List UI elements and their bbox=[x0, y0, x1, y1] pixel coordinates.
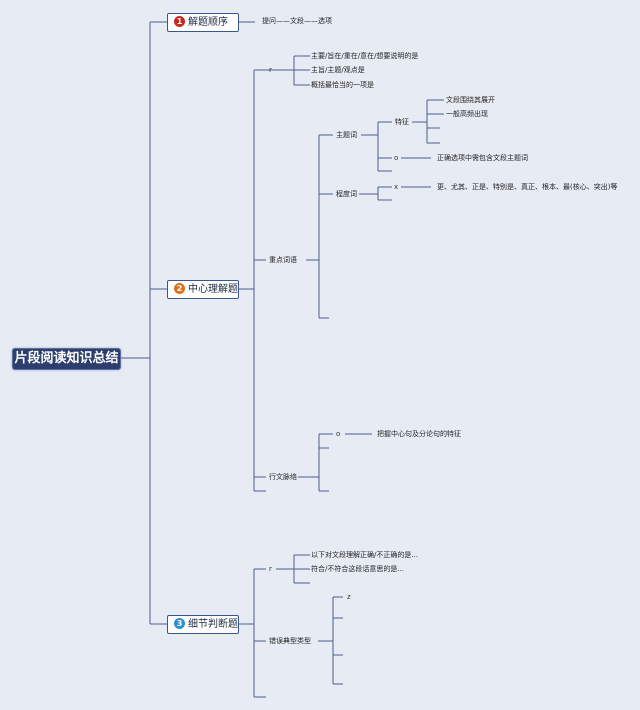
key-words-node[interactable]: 重点词语 bbox=[269, 256, 297, 264]
glyph-o-icon: o bbox=[336, 430, 341, 438]
question-form[interactable]: 以下对文段理解正确/不正确的是... bbox=[311, 551, 419, 559]
glyph-o-icon: o bbox=[394, 154, 399, 162]
feature-item[interactable]: 一般高频出现 bbox=[446, 110, 488, 118]
subject-word-node[interactable]: 主题词 bbox=[336, 131, 357, 139]
degree-items[interactable]: 更、尤其、正是、特别是、真正、根本、最(核心、突出)等 bbox=[437, 183, 618, 191]
degree-word-node[interactable]: 程度词 bbox=[336, 190, 357, 198]
flow-node[interactable]: 行文脉络 bbox=[269, 473, 297, 481]
glyph-x-icon: x bbox=[394, 183, 399, 191]
order-note[interactable]: 提问——文段——选项 bbox=[262, 17, 332, 25]
feature-item[interactable]: 文段围绕其展开 bbox=[446, 96, 495, 104]
question-form[interactable]: 主要/旨在/重在/意在/想要说明的是 bbox=[311, 52, 419, 60]
question-form[interactable]: 符合/不符合这段话意思的是... bbox=[311, 565, 405, 573]
feature-node[interactable]: 特征 bbox=[395, 118, 409, 126]
glyph-r-icon: r bbox=[269, 565, 272, 573]
branch-label: 解题顺序 bbox=[188, 17, 228, 28]
branch-label: 中心理解题 bbox=[188, 284, 238, 295]
flow-note[interactable]: 把握中心句及分论句的特征 bbox=[377, 430, 461, 438]
question-form[interactable]: 概括最恰当的一项是 bbox=[311, 81, 374, 89]
subject-rule[interactable]: 正确选项中需包含文段主题词 bbox=[437, 154, 528, 162]
branch-label: 细节判断题 bbox=[188, 619, 238, 630]
error-types-node[interactable]: 错误典型类型 bbox=[269, 637, 311, 645]
question-form[interactable]: 主旨/主题/观点是 bbox=[311, 66, 365, 74]
root-topic[interactable]: 片段阅读知识总结 bbox=[12, 348, 121, 370]
glyph-r-icon: r bbox=[269, 66, 272, 74]
number-badge: 2 bbox=[174, 283, 185, 294]
glyph-z-icon: z bbox=[347, 593, 351, 601]
number-badge: 1 bbox=[174, 16, 185, 27]
number-badge: 3 bbox=[174, 618, 185, 629]
